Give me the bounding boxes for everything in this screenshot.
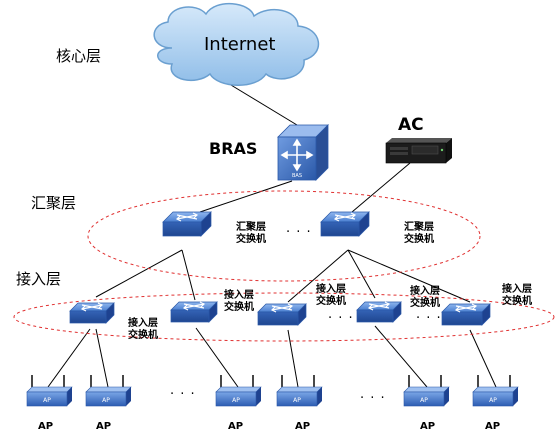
ap-3-label: AP [228, 421, 244, 432]
ap-1-label: AP [38, 421, 54, 432]
link-agg1-acc1 [95, 249, 183, 298]
acc-ellipsis-2: · · · [416, 311, 442, 326]
bras-device-text: BAS [292, 173, 302, 179]
agg-ellipsis: · · · [286, 225, 312, 240]
ap-device-text: AP [489, 397, 497, 404]
agg-switch-2-label: 汇聚层 交换机 [404, 222, 434, 245]
access-switch-3-icon [257, 303, 307, 326]
ap-6-label: AP [485, 421, 501, 432]
access-switch-4-icon [356, 301, 402, 323]
ap-3-icon: AP [215, 375, 262, 407]
aggregation-layer-ellipse [87, 190, 481, 282]
ap-ellipsis-1: · · · [170, 387, 196, 402]
bras-label: BRAS [209, 139, 258, 158]
access-switch-1-icon [69, 302, 115, 324]
ac-controller-icon [385, 138, 452, 164]
ap-device-text: AP [420, 397, 428, 404]
ap-6-icon: AP [472, 375, 519, 407]
link-acc5-ap6 [469, 329, 497, 388]
ap-group: AP AP AP AP AP AP [26, 375, 519, 407]
link-ac-agg2 [351, 162, 411, 213]
ap-5-icon: AP [403, 375, 450, 407]
internet-label: Internet [204, 34, 276, 55]
agg-switch-2-icon [320, 211, 370, 237]
ap-device-text: AP [102, 397, 110, 404]
acc-ellipsis-1: · · · [328, 311, 354, 326]
ap-4-icon: AP [276, 375, 323, 407]
acc-switch-3-label: 接入层 交换机 [316, 284, 346, 307]
link-acc4-ap5 [374, 325, 428, 388]
ap-1-icon: AP [26, 375, 73, 407]
core-layer-label: 核心层 [56, 47, 102, 65]
ap-ellipsis-2: · · · [360, 391, 386, 406]
connection-lines [47, 81, 497, 388]
agg-switch-1-icon [162, 211, 212, 237]
internet-cloud-icon [153, 2, 320, 86]
acc-switch-5-label: 接入层 交换机 [502, 284, 532, 307]
link-agg2-acc5 [347, 249, 471, 303]
aggregation-layer-label: 汇聚层 [31, 194, 77, 212]
link-bras-agg1 [199, 180, 293, 213]
ap-device-text: AP [293, 397, 301, 404]
switch-group [69, 211, 491, 326]
ap-2-label: AP [96, 421, 112, 432]
bras-router-icon: BAS [277, 124, 329, 181]
link-acc1-ap1 [47, 328, 91, 388]
ac-label: AC [398, 115, 424, 135]
ap-device-text: AP [232, 397, 240, 404]
access-layer-label: 接入层 [16, 270, 62, 288]
link-acc3-ap4 [287, 329, 299, 388]
ap-2-icon: AP [85, 375, 132, 407]
link-agg1-acc2 [181, 249, 196, 301]
ap-device-text: AP [43, 397, 51, 404]
access-layer-ellipse [13, 292, 555, 342]
ap-4-label: AP [295, 421, 311, 432]
link-cloud-bras [225, 81, 298, 126]
access-switch-5-icon [441, 303, 491, 326]
link-agg2-acc4 [347, 249, 376, 299]
ap-5-label: AP [420, 421, 436, 432]
access-switch-2-icon [170, 301, 218, 323]
agg-switch-1-label: 汇聚层 交换机 [236, 222, 266, 245]
link-acc2-ap3 [195, 327, 239, 388]
acc-switch-1-label: 接入层 交换机 [128, 318, 158, 341]
acc-switch-4-label: 接入层 交换机 [410, 286, 440, 309]
acc-switch-2-label: 接入层 交换机 [224, 290, 254, 313]
link-acc1-ap2 [95, 328, 109, 388]
